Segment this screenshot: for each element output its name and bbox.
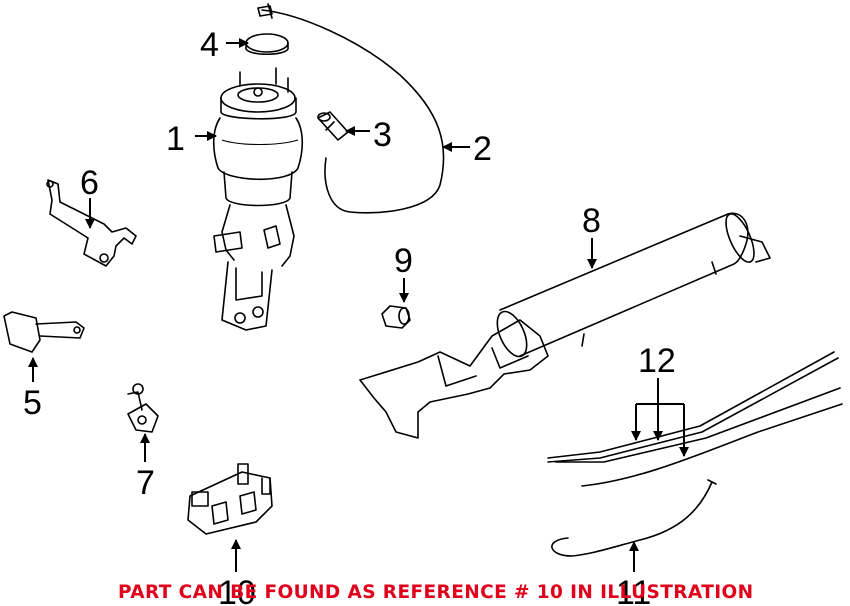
valve-fitting [317, 111, 349, 141]
air-line-single [551, 479, 717, 557]
callout-6: 6 [80, 164, 99, 202]
air-strut [212, 67, 304, 331]
callout-10: 10 [218, 574, 256, 606]
air-line-hose [257, 3, 445, 214]
height-sensor [3, 311, 85, 353]
callout-5: 5 [23, 384, 42, 422]
sensor-link [127, 383, 159, 433]
callout-8: 8 [582, 202, 601, 240]
sensor-plug [381, 305, 411, 329]
leader-12 [631, 378, 689, 457]
callout-4: 4 [200, 26, 219, 64]
callout-12: 12 [638, 342, 676, 380]
valve-block [187, 463, 273, 535]
reference-notice: PART CAN BE FOUND AS REFERENCE # 10 IN I… [118, 582, 754, 603]
air-lines [547, 351, 843, 487]
callout-9: 9 [394, 242, 413, 280]
air-reservoir [359, 212, 771, 439]
callout-3: 3 [373, 116, 392, 154]
callout-7: 7 [136, 464, 155, 502]
callout-1: 1 [166, 120, 185, 158]
strut-cap [245, 33, 289, 56]
callout-2: 2 [473, 130, 492, 168]
callout-11: 11 [616, 574, 651, 606]
